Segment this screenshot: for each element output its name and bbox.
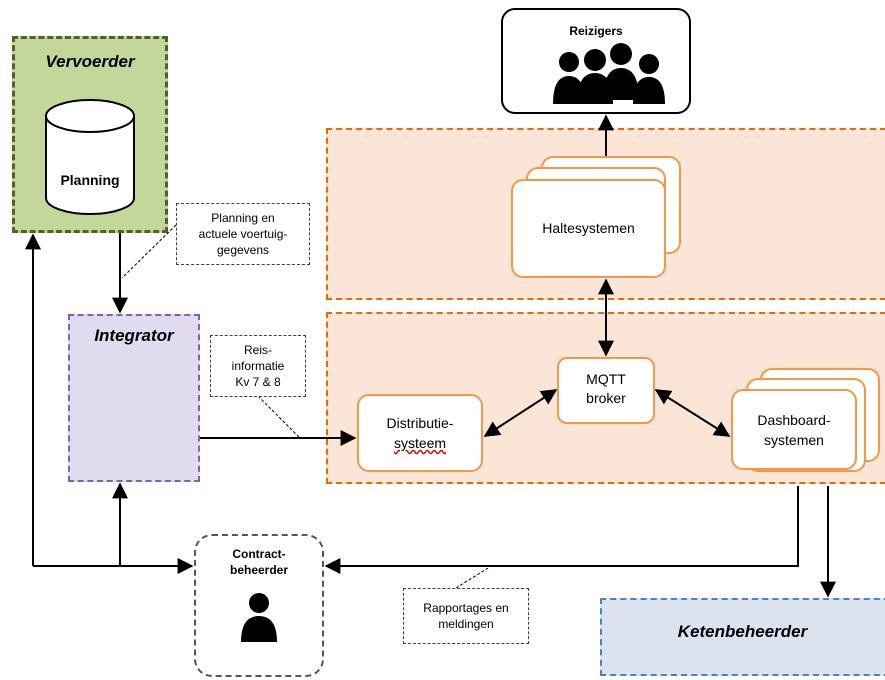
leader-planning-note — [121, 224, 177, 279]
haltesystemen-box — [511, 179, 666, 278]
dashboard-line1: Dashboard- — [757, 412, 831, 428]
contract-line1: Contract- — [232, 547, 286, 561]
distributiesysteem-label: Distributie- systeem — [357, 413, 483, 453]
mqtt-line2: broker — [586, 390, 626, 406]
arrow-mqtt-distributie — [483, 389, 558, 437]
integrator-zone — [68, 314, 200, 482]
note-reis-line1: Reis- — [243, 343, 272, 357]
ketenbeheerder-zone — [600, 598, 885, 676]
note-planning: Planning en actuele voertuig- gegevens — [176, 203, 310, 265]
note-rapport-line1: Rapportages en — [423, 601, 509, 615]
reizigers-label: Reizigers — [569, 24, 623, 38]
mqtt-broker-label: MQTT broker — [557, 370, 655, 408]
note-reisinformatie: Reis- informatie Kv 7 & 8 — [210, 335, 306, 397]
leader-reis-note — [257, 395, 301, 439]
note-planning-line2: actuele voertuig- — [198, 227, 288, 241]
note-rapportages: Rapportages en meldingen — [403, 588, 529, 644]
contractbeheerder-label: Contract- beheerder — [194, 546, 324, 578]
note-reis-line3: Kv 7 & 8 — [235, 375, 281, 389]
ketenbeheerder-title: Ketenbeheerder — [677, 622, 808, 641]
note-planning-line3: gegevens — [216, 243, 270, 257]
note-planning-line1: Planning en — [211, 211, 275, 225]
distributie-line2: systeem — [393, 435, 447, 451]
vervoerder-title: Vervoerder — [45, 52, 135, 71]
leader-rapport-note — [455, 567, 489, 589]
mqtt-line1: MQTT — [586, 371, 626, 387]
planning-label: Planning — [60, 172, 120, 188]
dashboard-line2: systemen — [764, 432, 824, 448]
arrow-dashboard-contract — [324, 486, 799, 574]
distributie-line1: Distributie- — [386, 415, 454, 431]
haltesystemen-label: Haltesystemen — [542, 220, 635, 236]
people-group-icon — [553, 43, 665, 104]
database-cylinder-icon — [45, 99, 135, 215]
contract-line2: beheerder — [229, 563, 289, 577]
distributiesysteem-box — [357, 394, 483, 472]
dashboard-box — [731, 389, 857, 470]
arrow-mqtt-dashboard — [654, 389, 731, 437]
note-reis-line2: informatie — [231, 359, 285, 373]
note-rapport-line2: meldingen — [438, 617, 494, 631]
mqtt-broker-box — [557, 357, 655, 424]
person-icon — [241, 593, 277, 642]
integrator-title: Integrator — [94, 326, 174, 345]
dashboard-label: Dashboard- systemen — [731, 410, 857, 450]
